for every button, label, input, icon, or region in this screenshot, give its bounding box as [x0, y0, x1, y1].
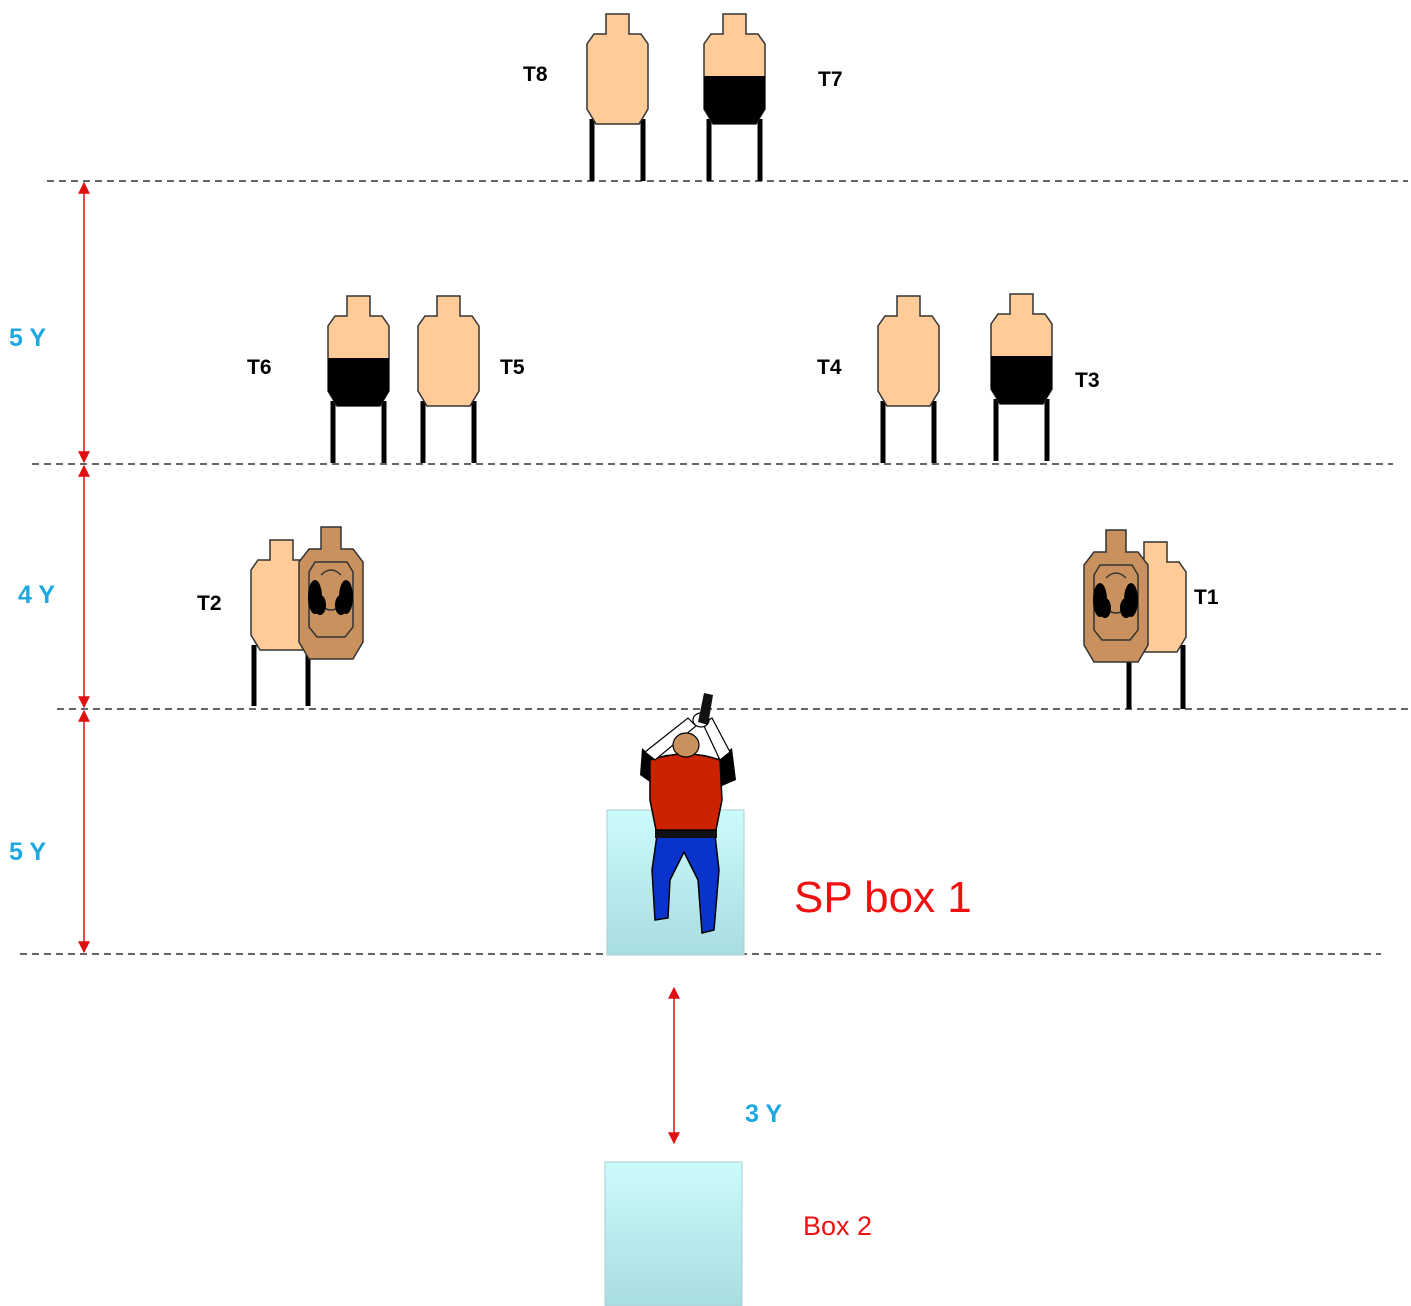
shooting-box-1-label: SP box 1	[794, 873, 972, 922]
target-t6	[328, 296, 389, 463]
target-t2	[250, 526, 364, 706]
shooting-box-1	[606, 809, 745, 956]
distance-label-boxes: 3 Y	[745, 1100, 782, 1128]
target-label-t5: T5	[500, 356, 525, 379]
shooting-box-2	[604, 1161, 743, 1306]
target-label-t7: T7	[818, 68, 843, 91]
distance-label-row3: 5 Y	[9, 838, 46, 866]
target-label-t1: T1	[1194, 586, 1219, 609]
target-label-t8: T8	[523, 63, 548, 86]
shooting-box-2-label: Box 2	[803, 1211, 872, 1241]
target-label-t3: T3	[1075, 369, 1100, 392]
target-t4	[878, 296, 939, 463]
distance-arrows	[78, 181, 680, 1145]
target-label-t6: T6	[247, 356, 272, 379]
target-t1	[1083, 529, 1187, 709]
target-t3	[991, 294, 1052, 461]
shooter-figure	[640, 693, 736, 934]
distance-label-row2: 4 Y	[18, 581, 55, 609]
distance-lines	[20, 180, 1408, 955]
target-label-t2: T2	[197, 592, 222, 615]
target-label-t4: T4	[817, 356, 842, 379]
target-t7	[704, 14, 765, 181]
target-t5	[418, 296, 479, 463]
distance-label-row1: 5 Y	[9, 324, 46, 352]
target-t8	[587, 14, 648, 181]
